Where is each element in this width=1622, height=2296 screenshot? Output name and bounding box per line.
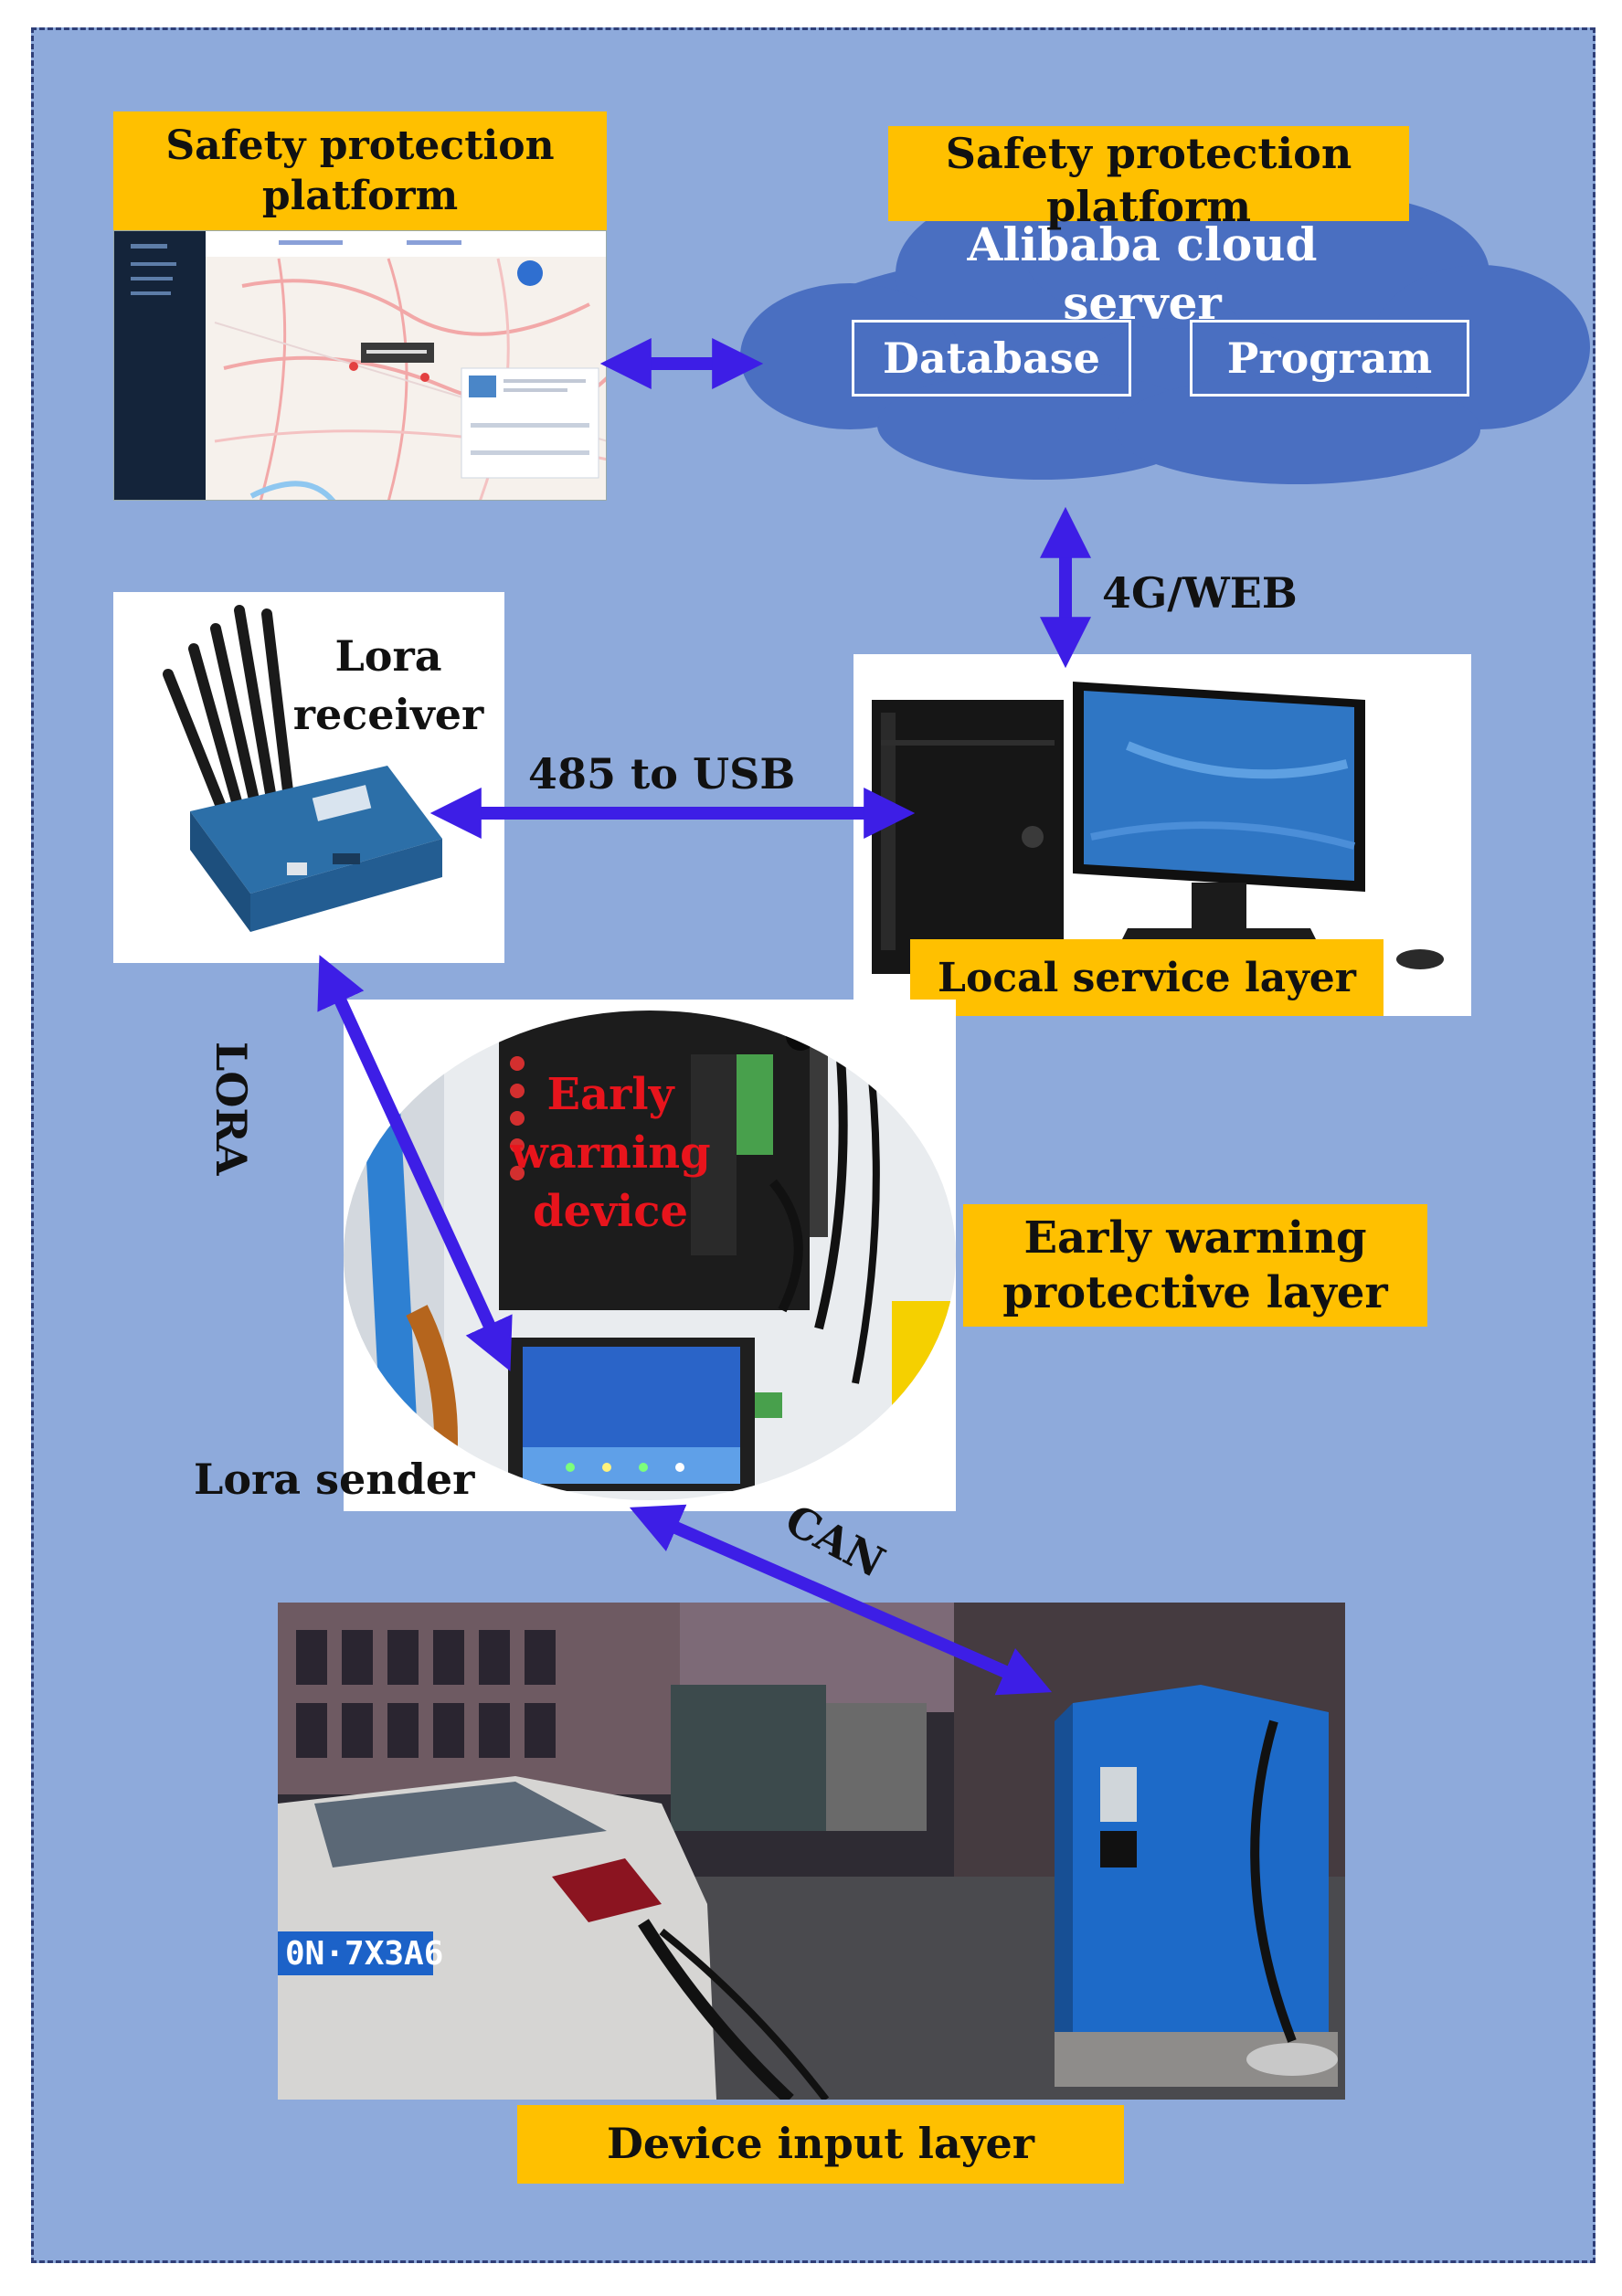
platform-screenshot	[113, 230, 607, 501]
early-warning-device-photo	[344, 1000, 956, 1511]
platform-left-label: Safety protection platform	[113, 111, 607, 230]
early-warning-layer-label: Early warning protective layer	[963, 1204, 1427, 1327]
local-service-label: Local service layer	[910, 939, 1383, 1016]
database-box: Database	[852, 320, 1131, 397]
arrow-receiver-sender	[317, 955, 513, 1371]
license-plate: 0N·7X3A6	[285, 1935, 443, 1973]
lora-receiver-label: Lora receiver	[292, 631, 484, 739]
map-dashboard-icon	[114, 231, 606, 500]
program-box: Program	[1190, 320, 1469, 397]
ev-charging-photo: 0N·7X3A6	[278, 1603, 1345, 2100]
link-4g-label: 4G/WEB	[1102, 568, 1298, 618]
cloud-title: Alibaba cloud server	[967, 217, 1318, 330]
lora-sender-label: Lora sender	[194, 1455, 475, 1504]
early-warning-device-label: Early warning device	[510, 1069, 711, 1237]
router-icon	[163, 605, 442, 932]
lora-receiver-photo	[113, 592, 504, 963]
ev-charging-icon: 0N·7X3A6	[278, 1603, 1345, 2100]
arrow-sender-charger	[629, 1504, 1053, 1696]
device-input-label: Device input layer	[517, 2105, 1124, 2184]
